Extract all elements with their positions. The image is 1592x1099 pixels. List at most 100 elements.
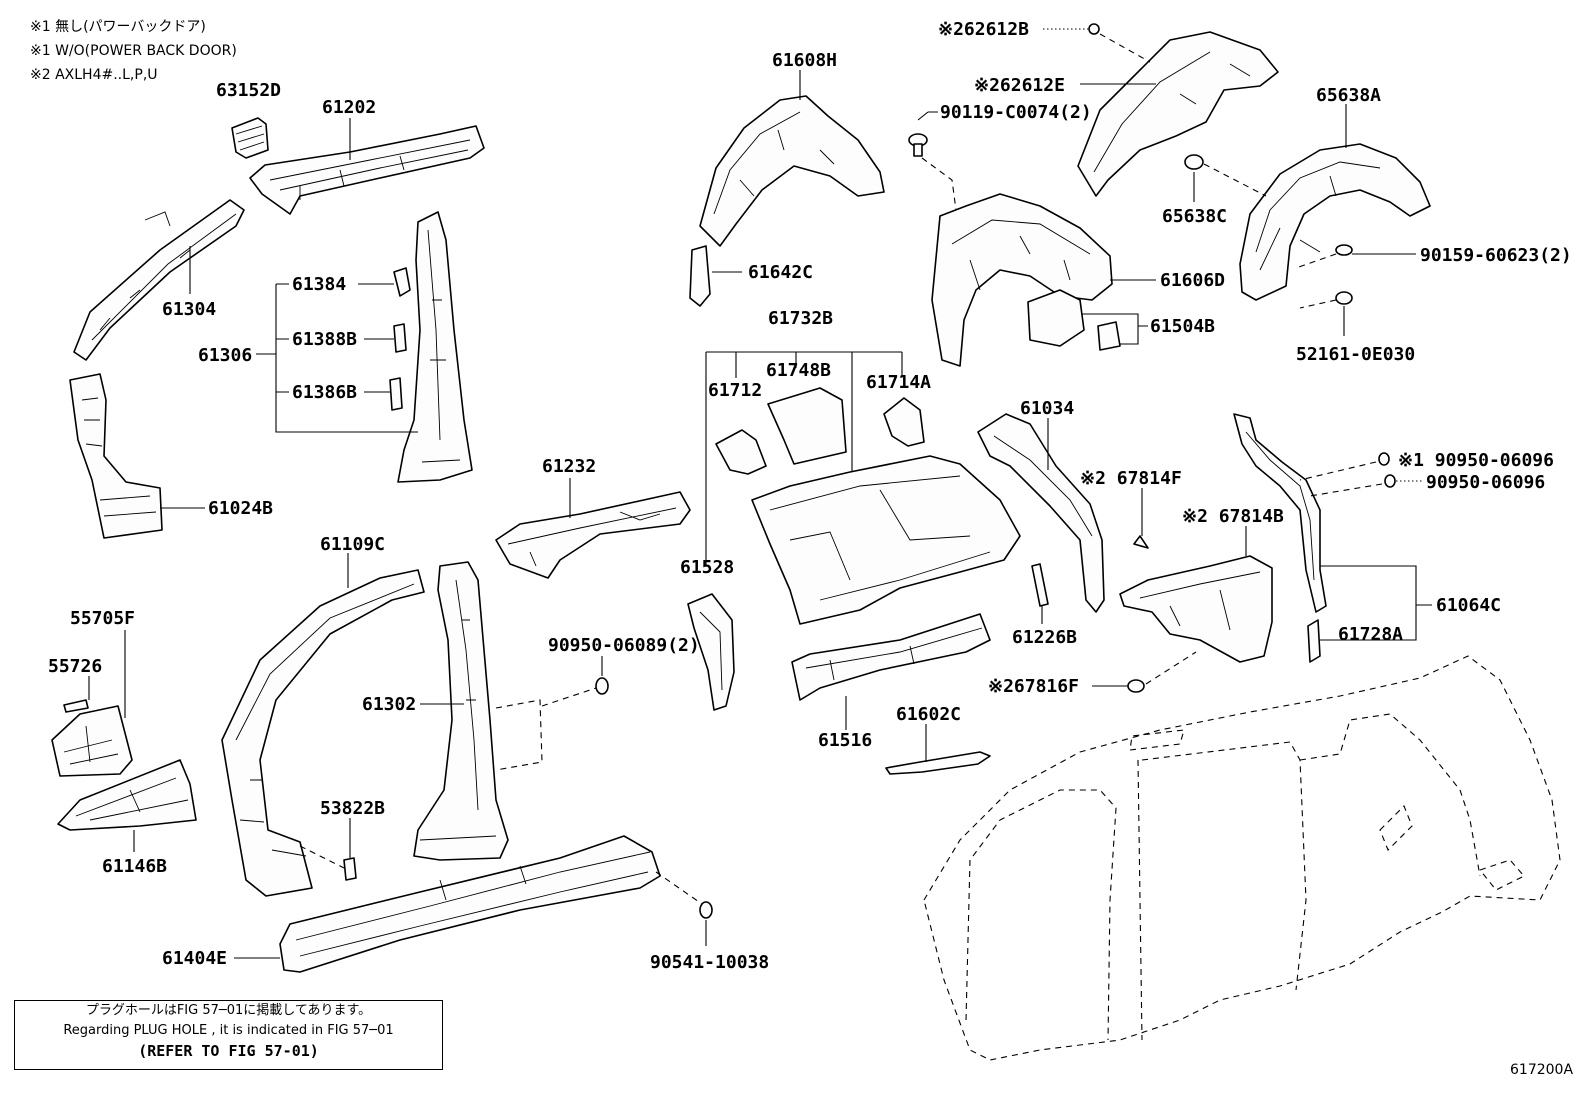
part-90159-shape[interactable]	[1335, 244, 1353, 256]
label-61714A[interactable]: 61714A	[866, 372, 931, 393]
label-61608H[interactable]: 61608H	[772, 50, 837, 71]
part-65638A-shape[interactable]	[1239, 143, 1431, 301]
label-61024B[interactable]: 61024B	[208, 498, 273, 519]
part-61304-shape[interactable]	[73, 199, 245, 361]
part-67814F-shape[interactable]	[1133, 535, 1149, 549]
part-61528-shape[interactable]	[687, 593, 735, 711]
notice-line-ref: (REFER TO FIG 57-01)	[138, 1042, 319, 1060]
part-52161-shape[interactable]	[1335, 291, 1353, 305]
part-61606D-shape[interactable]	[931, 193, 1113, 367]
label-90159[interactable]: 90159-60623(2)	[1420, 245, 1572, 266]
label-90950-06089[interactable]: 90950-06089(2)	[548, 635, 700, 656]
label-63152D[interactable]: 63152D	[216, 80, 281, 101]
part-67816F-shape[interactable]	[1127, 679, 1145, 693]
label-61748B[interactable]: 61748B	[766, 360, 831, 381]
part-61226B-shape[interactable]	[1031, 563, 1049, 607]
label-61302[interactable]: 61302	[362, 694, 416, 715]
label-65638A[interactable]: 65638A	[1316, 85, 1381, 106]
part-61602C-shape[interactable]	[885, 751, 991, 775]
label-61232[interactable]: 61232	[542, 456, 596, 477]
label-67814F[interactable]: ※2 67814F	[1080, 468, 1182, 489]
part-61232-shape[interactable]	[495, 491, 691, 579]
part-61712-shape[interactable]	[715, 429, 767, 475]
label-61109C[interactable]: 61109C	[320, 534, 385, 555]
part-61109C-shape[interactable]	[221, 569, 425, 897]
part-61728A-shape[interactable]	[1307, 619, 1321, 663]
label-61034[interactable]: 61034	[1020, 398, 1074, 419]
label-61226B[interactable]: 61226B	[1012, 627, 1077, 648]
note-1-jp: ※1 無し(パワーバックドア)	[30, 19, 206, 35]
label-61602C[interactable]: 61602C	[896, 704, 961, 725]
part-61516-shape[interactable]	[791, 613, 991, 701]
label-61642C[interactable]: 61642C	[748, 262, 813, 283]
notice-line-en: Regarding PLUG HOLE , it is indicated in…	[63, 1023, 394, 1038]
part-61642C-shape[interactable]	[689, 245, 711, 307]
part-61384-shape[interactable]	[393, 267, 411, 297]
label-61404E[interactable]: 61404E	[162, 948, 227, 969]
part-55726-shape[interactable]	[63, 699, 89, 713]
part-61504B-shape[interactable]	[1027, 289, 1121, 351]
part-65638C-shape[interactable]	[1184, 154, 1204, 170]
part-90950-06096-b-shape[interactable]	[1384, 474, 1396, 488]
part-61388B-shape[interactable]	[393, 323, 407, 353]
label-55705F[interactable]: 55705F	[70, 608, 135, 629]
label-62612E[interactable]: ※262612E	[974, 75, 1065, 96]
label-61528[interactable]: 61528	[680, 557, 734, 578]
label-61386B[interactable]: 61386B	[292, 382, 357, 403]
label-90950-06096-a[interactable]: ※1 90950-06096	[1398, 450, 1554, 471]
part-61306-shape[interactable]	[397, 211, 473, 483]
part-63152D-shape[interactable]	[231, 117, 269, 159]
body-side-outer-panel	[923, 655, 1561, 1061]
part-61714A-shape[interactable]	[883, 397, 925, 447]
plug-hole-notice: プラグホールはFIG 57─01に掲載してあります。 Regarding PLU…	[14, 1000, 443, 1070]
part-61748B-shape[interactable]	[767, 387, 847, 465]
label-61306[interactable]: 61306	[198, 345, 252, 366]
label-61732B[interactable]: 61732B	[768, 308, 833, 329]
label-61728A[interactable]: 61728A	[1338, 624, 1403, 645]
part-61302-shape[interactable]	[413, 561, 509, 861]
label-53822B[interactable]: 53822B	[320, 798, 385, 819]
notice-line-jp: プラグホールはFIG 57─01に掲載してあります。	[85, 1003, 372, 1018]
part-61404E-shape[interactable]	[279, 835, 661, 973]
part-61064C-shape[interactable]	[1233, 413, 1327, 613]
part-62612E-shape[interactable]	[1077, 31, 1279, 197]
label-55726[interactable]: 55726	[48, 656, 102, 677]
label-62612B[interactable]: ※262612B	[938, 19, 1029, 40]
part-90119-shape[interactable]	[908, 133, 928, 157]
label-61504B[interactable]: 61504B	[1150, 316, 1215, 337]
part-67814B-shape[interactable]	[1119, 555, 1273, 663]
label-90119[interactable]: 90119-C0074(2)	[940, 102, 1092, 123]
part-55705F-shape[interactable]	[51, 705, 133, 777]
part-61608H-shape[interactable]	[699, 95, 885, 247]
part-61732B-shape[interactable]	[751, 455, 1021, 625]
label-61384[interactable]: 61384	[292, 274, 346, 295]
label-61516[interactable]: 61516	[818, 730, 872, 751]
part-61024B-shape[interactable]	[69, 373, 163, 539]
part-61034-shape[interactable]	[977, 413, 1105, 613]
label-61304[interactable]: 61304	[162, 299, 216, 320]
label-52161[interactable]: 52161-0E030	[1296, 344, 1415, 365]
figure-id: 617200A	[1510, 1062, 1573, 1078]
part-90541-10038-shape[interactable]	[699, 901, 713, 919]
label-61202[interactable]: 61202	[322, 97, 376, 118]
label-61712[interactable]: 61712	[708, 380, 762, 401]
label-67816F[interactable]: ※267816F	[988, 676, 1079, 697]
label-61388B[interactable]: 61388B	[292, 329, 357, 350]
part-61386B-shape[interactable]	[389, 377, 403, 411]
part-90950-06089-shape[interactable]	[595, 677, 609, 695]
label-90950-06096-b[interactable]: 90950-06096	[1426, 472, 1545, 493]
label-90541-10038[interactable]: 90541-10038	[650, 952, 769, 973]
part-53822B-shape[interactable]	[343, 857, 357, 881]
label-67814B[interactable]: ※2 67814B	[1182, 506, 1284, 527]
note-1-en: ※1 W/O(POWER BACK DOOR)	[30, 43, 237, 59]
label-61606D[interactable]: 61606D	[1160, 270, 1225, 291]
part-62612B-shape[interactable]	[1088, 23, 1100, 35]
label-61064C[interactable]: 61064C	[1436, 595, 1501, 616]
label-61146B[interactable]: 61146B	[102, 856, 167, 877]
label-65638C[interactable]: 65638C	[1162, 206, 1227, 227]
part-61146B-shape[interactable]	[57, 759, 197, 831]
part-90950-06096-a-shape[interactable]	[1378, 452, 1390, 466]
part-61202-shape[interactable]	[249, 125, 485, 215]
note-2: ※2 AXLH4#..L,P,U	[30, 67, 158, 83]
